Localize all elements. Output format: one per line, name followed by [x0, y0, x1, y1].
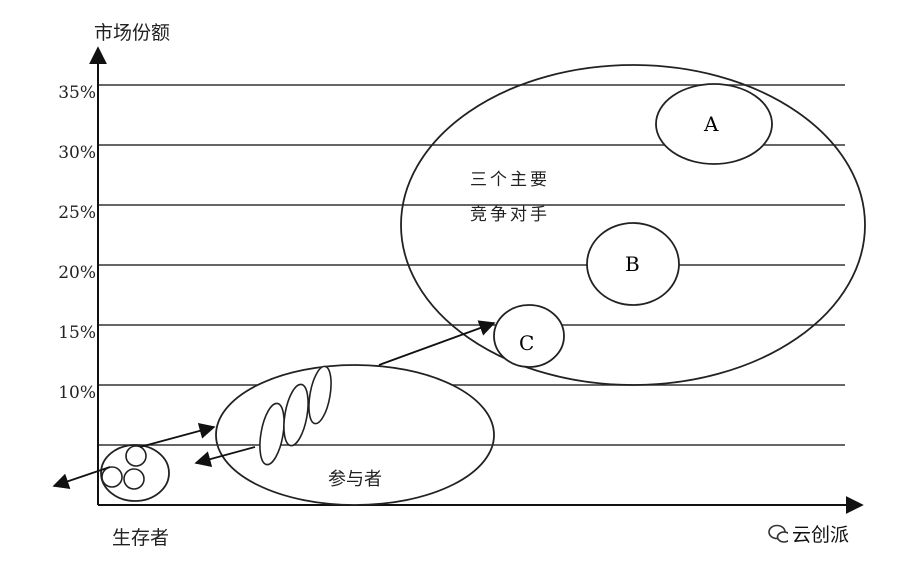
participant-oval — [259, 402, 285, 466]
participant-oval — [283, 383, 309, 447]
survivors-label: 生存者 — [112, 527, 170, 549]
arrow-survivors-exit — [52, 466, 111, 489]
wechat-icon — [768, 524, 792, 543]
y-tick-label: 20% — [58, 263, 96, 283]
watermark-text: 云创派 — [788, 520, 854, 547]
participants-label: 参与者 — [328, 469, 382, 490]
participant-oval — [308, 365, 332, 425]
arrow-participants-to-competitors — [378, 320, 496, 366]
bubble-c-label: C — [519, 331, 535, 355]
survivor-circle — [123, 468, 145, 490]
y-tick-label: 10% — [58, 383, 96, 403]
main-competitors-label-line1: 三个主要 — [470, 170, 550, 190]
arrow-participants-to-survivors — [194, 446, 256, 468]
arrow-survivors-to-participants — [139, 422, 216, 448]
y-tick-label: 30% — [58, 143, 96, 163]
bubble-b — [586, 222, 680, 306]
survivor-circle — [101, 466, 123, 488]
participants-ellipse — [215, 364, 495, 506]
y-tick-label: 25% — [58, 203, 96, 223]
y-tick-label: 15% — [58, 323, 96, 343]
survivor-circle — [125, 445, 147, 467]
main-competitors-label: 三个主要 竞争对手 — [470, 163, 550, 233]
main-competitors-label-line2: 竞争对手 — [470, 205, 550, 225]
bubble-a-label: A — [704, 112, 719, 136]
y-axis-label: 市场份额 — [94, 22, 171, 44]
bubble-c — [493, 304, 565, 368]
y-tick-label: 35% — [58, 83, 96, 103]
bubble-b-label: B — [625, 252, 640, 276]
bubble-a — [655, 83, 773, 165]
main-competitors-ellipse — [400, 64, 866, 386]
